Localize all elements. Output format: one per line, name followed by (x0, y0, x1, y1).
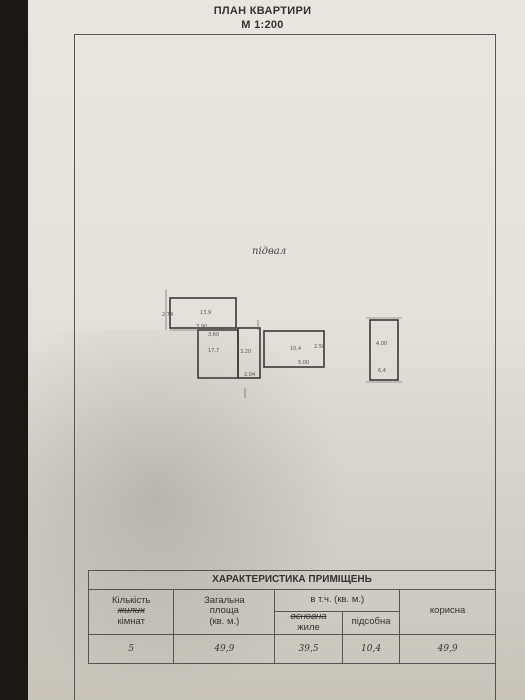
room-3-area: 10,4 (290, 346, 301, 352)
value-useful: 49,9 (399, 633, 496, 664)
col-useful: корисна (399, 589, 496, 635)
room-4-area: 6,4 (378, 368, 386, 374)
dim-5: 4.00 (376, 341, 387, 347)
room-3-walls (237, 327, 261, 379)
col-including: в т.ч. (кв. м.) (274, 589, 401, 612)
dim-8: 2.04 (244, 372, 255, 378)
room-5-walls (369, 319, 399, 381)
room-1-area: 13,9 (200, 310, 211, 316)
drawing-frame (74, 34, 496, 700)
col-total: Загальна площа (кв. м.) (173, 589, 276, 635)
dim-6: 2.56 (314, 344, 325, 350)
value-total: 49,9 (173, 633, 276, 664)
basement-label: підвал (252, 246, 287, 257)
value-rooms: 5 (87, 633, 175, 664)
dim-4: 5.00 (298, 360, 309, 366)
dim-2: 3.60 (208, 332, 219, 338)
room-1-walls (169, 297, 237, 329)
plan-title: ПЛАН КВАРТИРИ (213, 5, 312, 17)
dim-3: 3.90 (196, 324, 207, 330)
room-2-area: 17,7 (208, 348, 219, 354)
col-main: основна жиле (274, 611, 343, 635)
plan-scale: М 1:200 (241, 19, 284, 31)
value-aux: 10,4 (341, 633, 401, 664)
col-aux: підсобна (341, 611, 401, 635)
dim-7: 3.20 (240, 349, 251, 355)
rooms-characteristics-table: ХАРАКТЕРИСТИКА ПРИМІЩЕНЬ Кількість жилих… (87, 570, 496, 664)
dim-1: 2.74 (162, 312, 173, 318)
room-4-walls (263, 330, 325, 368)
table-caption: ХАРАКТЕРИСТИКА ПРИМІЩЕНЬ (88, 570, 496, 590)
value-main: 39,5 (274, 633, 343, 664)
col-rooms: Кількість жилих кімнат (87, 589, 175, 635)
